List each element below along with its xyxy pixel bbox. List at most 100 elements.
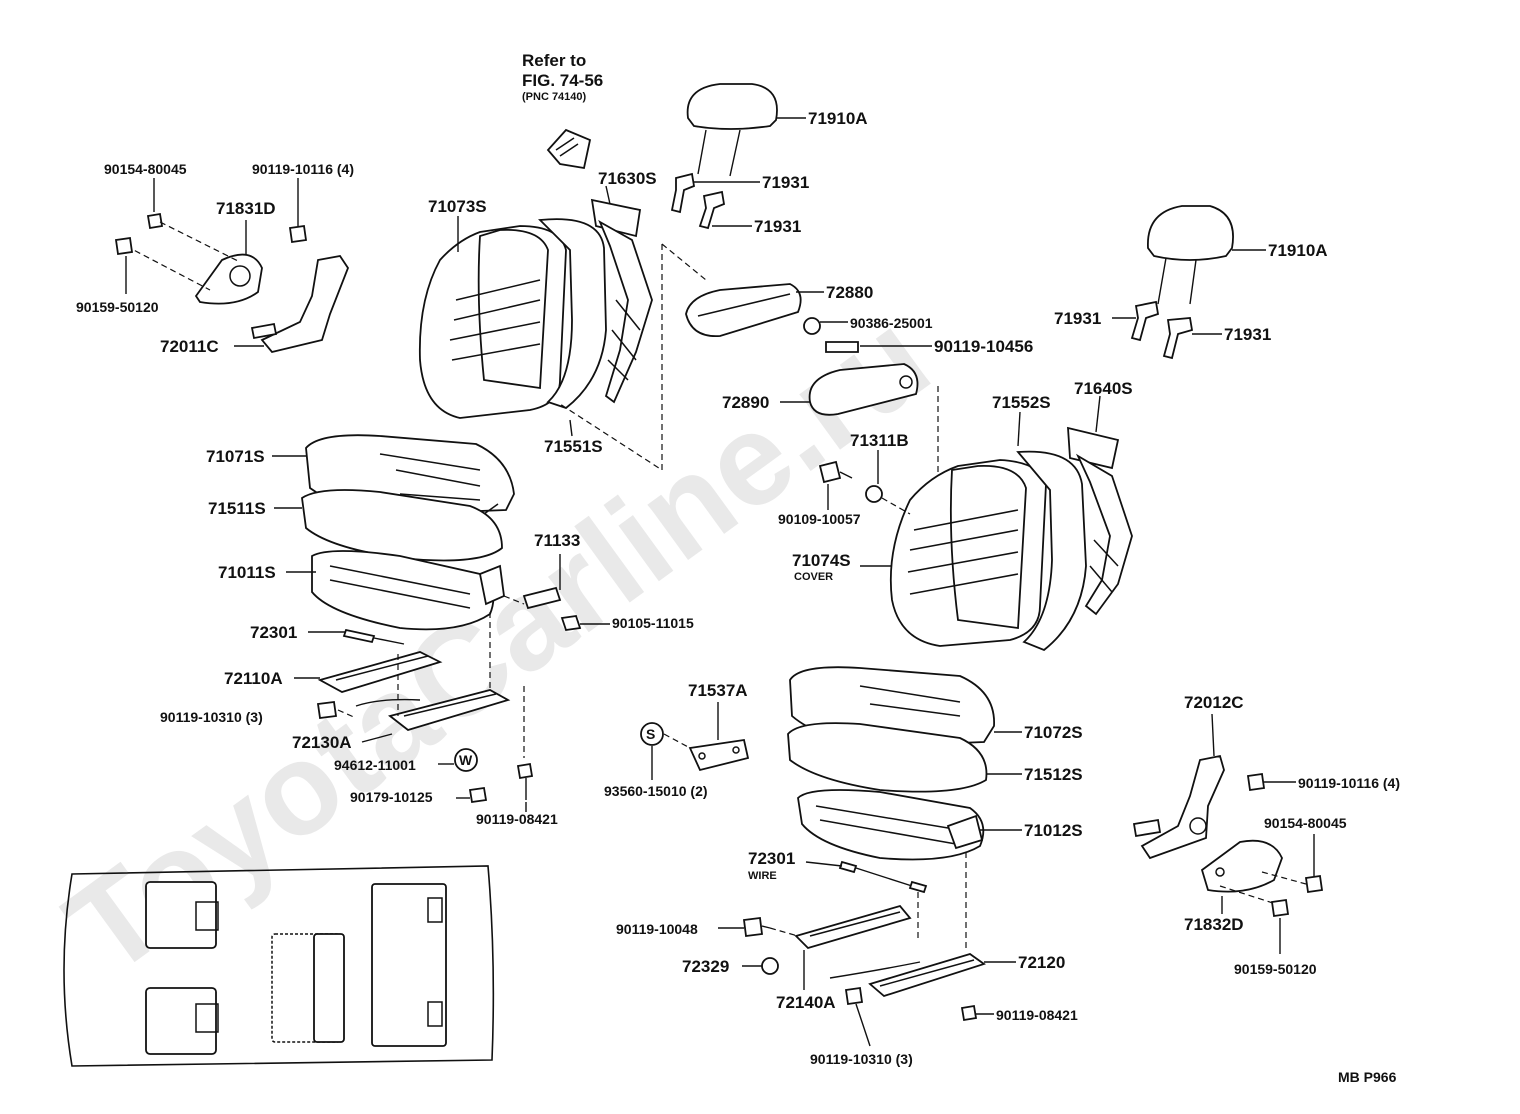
label-90159-50120-right: 90159-50120 — [1234, 961, 1317, 977]
bolt-90119-10456 — [825, 341, 859, 353]
label-71011S: 71011S — [218, 563, 276, 582]
label-71931-d: 71931 — [1224, 325, 1271, 344]
label-72120: 72120 — [1018, 953, 1065, 972]
seatback-right — [889, 426, 1133, 652]
label-90109-10057: 90109-10057 — [778, 511, 861, 527]
label-90159-50120-left: 90159-50120 — [76, 299, 159, 315]
label-71831D: 71831D — [216, 199, 276, 218]
guide-71931-c — [1130, 300, 1160, 342]
w-marker: W — [454, 748, 478, 772]
label-72301-left: 72301 — [250, 623, 297, 642]
s-marker-text: S — [646, 726, 655, 742]
bolt-90159-50120-left — [114, 236, 134, 256]
wire-72301-left — [342, 628, 405, 645]
label-72011C: 72011C — [160, 337, 219, 356]
label-90119-10310-left: 90119-10310 (3) — [160, 709, 263, 725]
reference-line-2: FIG. 74-56 — [522, 71, 603, 90]
bolt-90119-10116-left — [288, 224, 308, 244]
reference-line-1: Refer to — [522, 51, 586, 70]
cover-71831D — [194, 253, 263, 305]
label-71311B: 71311B — [850, 431, 909, 450]
bolt-90105-11015 — [560, 615, 582, 631]
label-72130A: 72130A — [292, 733, 352, 752]
label-wire: WIRE — [748, 870, 777, 882]
headrest-71910A-right — [1147, 205, 1234, 305]
bolt-90119-10310-right — [844, 986, 864, 1006]
cushion-frame-left — [311, 550, 505, 631]
adjuster-72110A — [317, 651, 443, 693]
clip-72329 — [761, 957, 779, 975]
bolt-90159-50120-right — [1270, 898, 1290, 918]
label-71931-a: 71931 — [762, 173, 809, 192]
cushion-frame-right — [797, 789, 985, 861]
bracket-71537A — [688, 738, 750, 772]
s-marker: S — [640, 722, 664, 746]
label-cover: COVER — [794, 571, 833, 583]
label-72890: 72890 — [722, 393, 769, 412]
label-90386-25001: 90386-25001 — [850, 315, 933, 331]
bolt-90119-08421-right — [960, 1004, 978, 1022]
vehicle-seat-layout-inset — [63, 865, 495, 1067]
bolt-90119-08421-left — [516, 762, 534, 800]
label-72880: 72880 — [826, 283, 873, 302]
label-71832D: 71832D — [1184, 915, 1244, 934]
label-71071S: 71071S — [206, 447, 265, 466]
label-90154-80045-right: 90154-80045 — [1264, 815, 1347, 831]
label-72012C: 72012C — [1184, 693, 1244, 712]
label-90154-80045-left: 90154-80045 — [104, 161, 187, 177]
cover-71832D — [1200, 839, 1283, 893]
label-90119-08421-right: 90119-08421 — [996, 1007, 1078, 1023]
bolt-90119-10048 — [742, 916, 771, 938]
label-72301-right: 72301 — [748, 849, 795, 868]
bolt-90119-10310-left — [316, 700, 338, 720]
label-93560-15010: 93560-15010 (2) — [604, 783, 708, 799]
label-71910A-top: 71910A — [808, 109, 868, 128]
label-71630S: 71630S — [598, 169, 657, 188]
label-90119-10456: 90119-10456 — [934, 337, 1033, 356]
label-90119-10048: 90119-10048 — [616, 921, 698, 937]
reference-part-icon — [546, 128, 592, 170]
label-90119-08421-left: 90119-08421 — [476, 811, 558, 827]
figure-code: MB P966 — [1338, 1069, 1397, 1085]
bolt-90154-80045-left — [146, 212, 164, 230]
label-72140A: 72140A — [776, 993, 836, 1012]
label-71133: 71133 — [534, 531, 580, 550]
label-71512S: 71512S — [1024, 765, 1083, 784]
label-71074S: 71074S — [792, 551, 851, 570]
label-72110A: 72110A — [224, 669, 283, 688]
label-71073S: 71073S — [428, 197, 487, 216]
label-90119-10116-left: 90119-10116 (4) — [252, 161, 354, 177]
adjuster-72140A — [794, 904, 912, 950]
label-71511S: 71511S — [208, 499, 266, 518]
label-90119-10116-right: 90119-10116 (4) — [1298, 775, 1400, 791]
label-71640S: 71640S — [1074, 379, 1133, 398]
label-71072S: 71072S — [1024, 723, 1083, 742]
cushion-pad-left — [301, 489, 503, 562]
recliner-72011C — [250, 255, 350, 354]
label-71931-c: 71931 — [1054, 309, 1101, 328]
armrest-72880 — [685, 283, 802, 337]
label-71551S: 71551S — [544, 437, 603, 456]
bolt-90119-10116-right — [1246, 772, 1266, 792]
wire-72301-right — [838, 860, 928, 894]
bracket-71133 — [522, 586, 562, 610]
seatback-left — [418, 198, 653, 419]
label-72329: 72329 — [682, 957, 729, 976]
label-71552S: 71552S — [992, 393, 1051, 412]
label-71012S: 71012S — [1024, 821, 1083, 840]
nut-90386-25001 — [803, 317, 821, 335]
nut-90179-10125 — [468, 786, 488, 804]
label-71931-b: 71931 — [754, 217, 801, 236]
w-marker-text: W — [459, 752, 473, 768]
label-90105-11015: 90105-11015 — [612, 615, 694, 631]
guide-71931-a — [670, 172, 696, 214]
guide-71931-b — [698, 190, 726, 230]
nut-71311B — [865, 485, 883, 503]
guide-71931-d — [1162, 317, 1194, 360]
armrest-72890 — [808, 363, 919, 416]
label-71537A: 71537A — [688, 681, 748, 700]
bolt-90109-10057 — [818, 460, 853, 484]
cushion-pad-right — [787, 722, 988, 793]
label-90119-10310-right: 90119-10310 (3) — [810, 1051, 913, 1067]
